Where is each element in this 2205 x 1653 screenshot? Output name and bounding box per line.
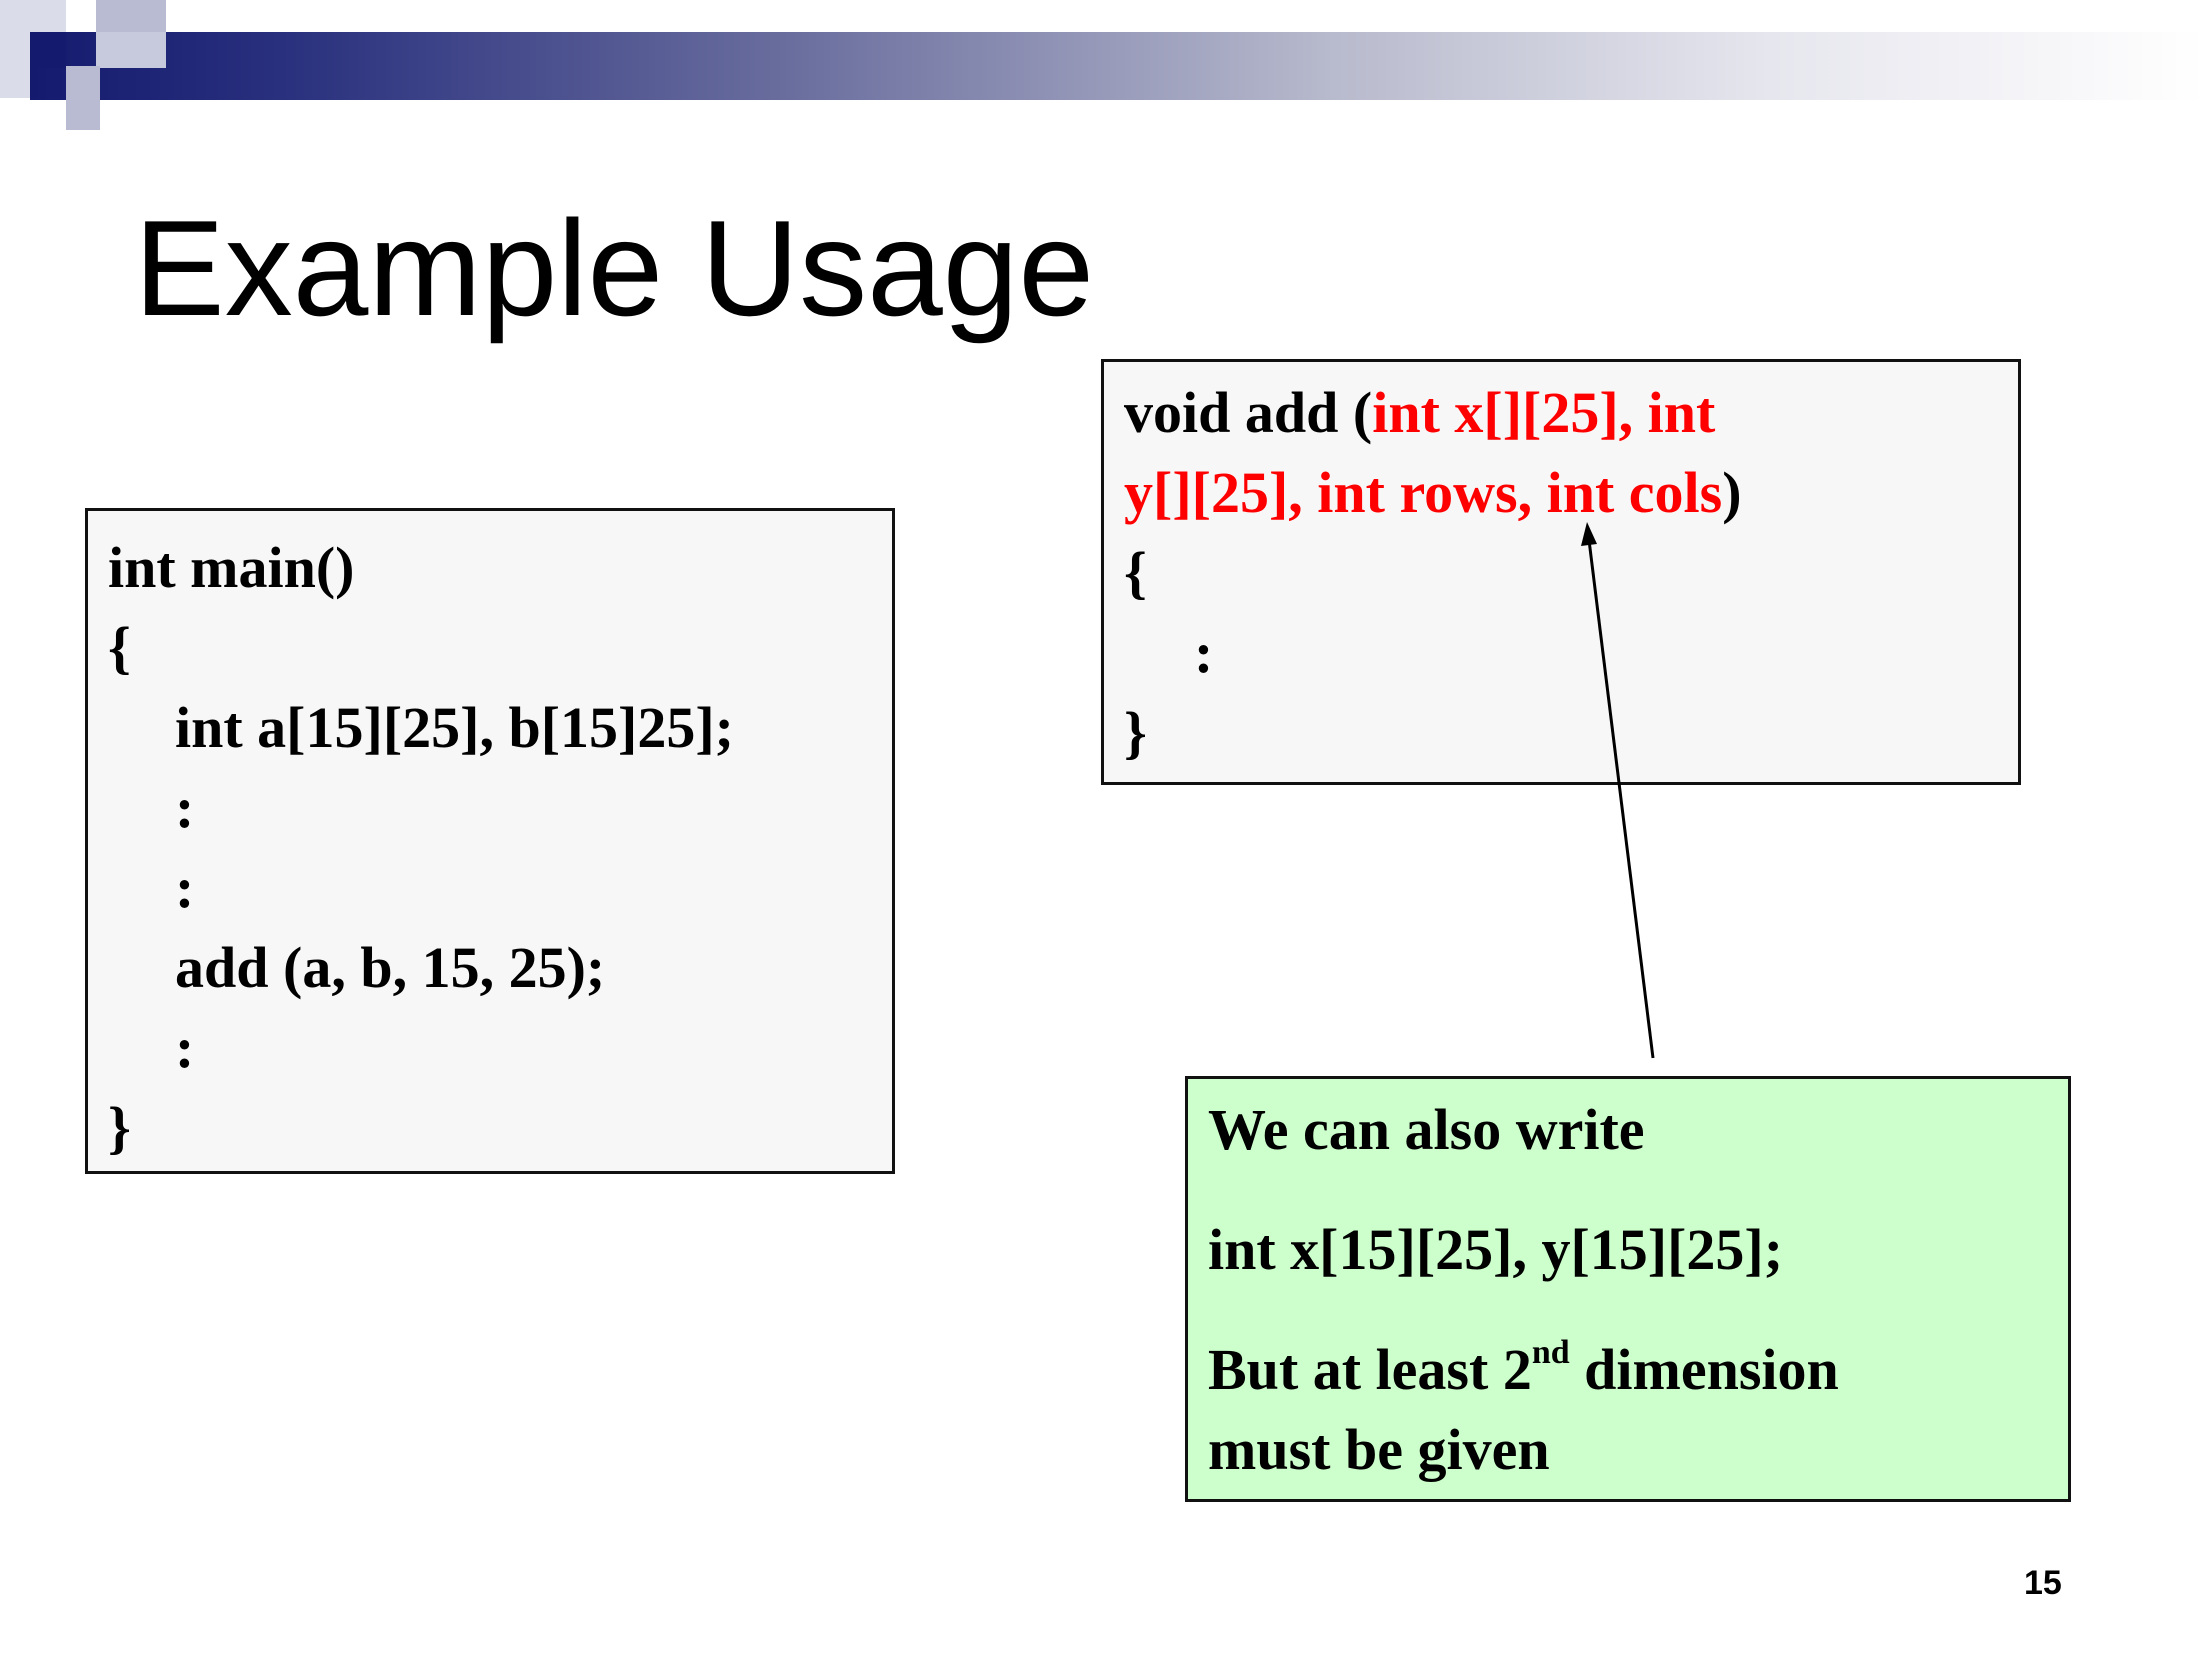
code-line: void add (int x[][25], int xyxy=(1124,384,1715,442)
slide-title: Example Usage xyxy=(134,192,1095,344)
header-square xyxy=(96,0,166,32)
note-line: int x[15][25], y[15][25]; xyxy=(1208,1217,1784,1282)
code-line: int main() xyxy=(108,535,355,600)
note-line: must be given xyxy=(1208,1417,1550,1482)
ordinal-superscript: nd xyxy=(1531,1334,1570,1371)
header-square xyxy=(0,0,66,32)
page-number: 15 xyxy=(2024,1564,2062,1602)
code-highlight: y[][25], int rows, int cols xyxy=(1124,460,1723,525)
header-gradient-bar xyxy=(30,32,2205,100)
note-line: But at least 2nd dimension xyxy=(1208,1336,1839,1399)
header-square xyxy=(0,32,30,98)
main-code-box: int main() { int a[15][25], b[15]25]; : … xyxy=(85,508,895,1174)
code-highlight: int x[][25], int xyxy=(1372,380,1716,445)
note-box: We can also write int x[15][25], y[15][2… xyxy=(1185,1076,2071,1502)
function-code-box: void add (int x[][25], int y[][25], int … xyxy=(1101,359,2021,785)
code-text: ) xyxy=(1722,460,1742,525)
code-line: int a[15][25], b[15]25]; xyxy=(175,695,734,760)
code-line: } xyxy=(1124,700,1147,765)
header-square xyxy=(96,32,166,68)
code-line: add (a, b, 15, 25); xyxy=(175,935,606,1000)
code-line: : xyxy=(175,775,195,840)
note-text: dimension xyxy=(1569,1337,1839,1402)
code-line: : xyxy=(175,1015,195,1080)
note-text: But at least 2 xyxy=(1208,1337,1532,1402)
code-line: : xyxy=(1194,620,1214,685)
code-line: } xyxy=(108,1095,131,1160)
code-line: : xyxy=(175,855,195,920)
header-square xyxy=(66,66,100,130)
note-line: We can also write xyxy=(1208,1097,1645,1162)
code-line: { xyxy=(108,615,131,680)
code-text: void add ( xyxy=(1124,380,1373,445)
code-line: y[][25], int rows, int cols) xyxy=(1124,464,1742,522)
header-square xyxy=(30,32,66,68)
code-line: { xyxy=(1124,540,1147,605)
